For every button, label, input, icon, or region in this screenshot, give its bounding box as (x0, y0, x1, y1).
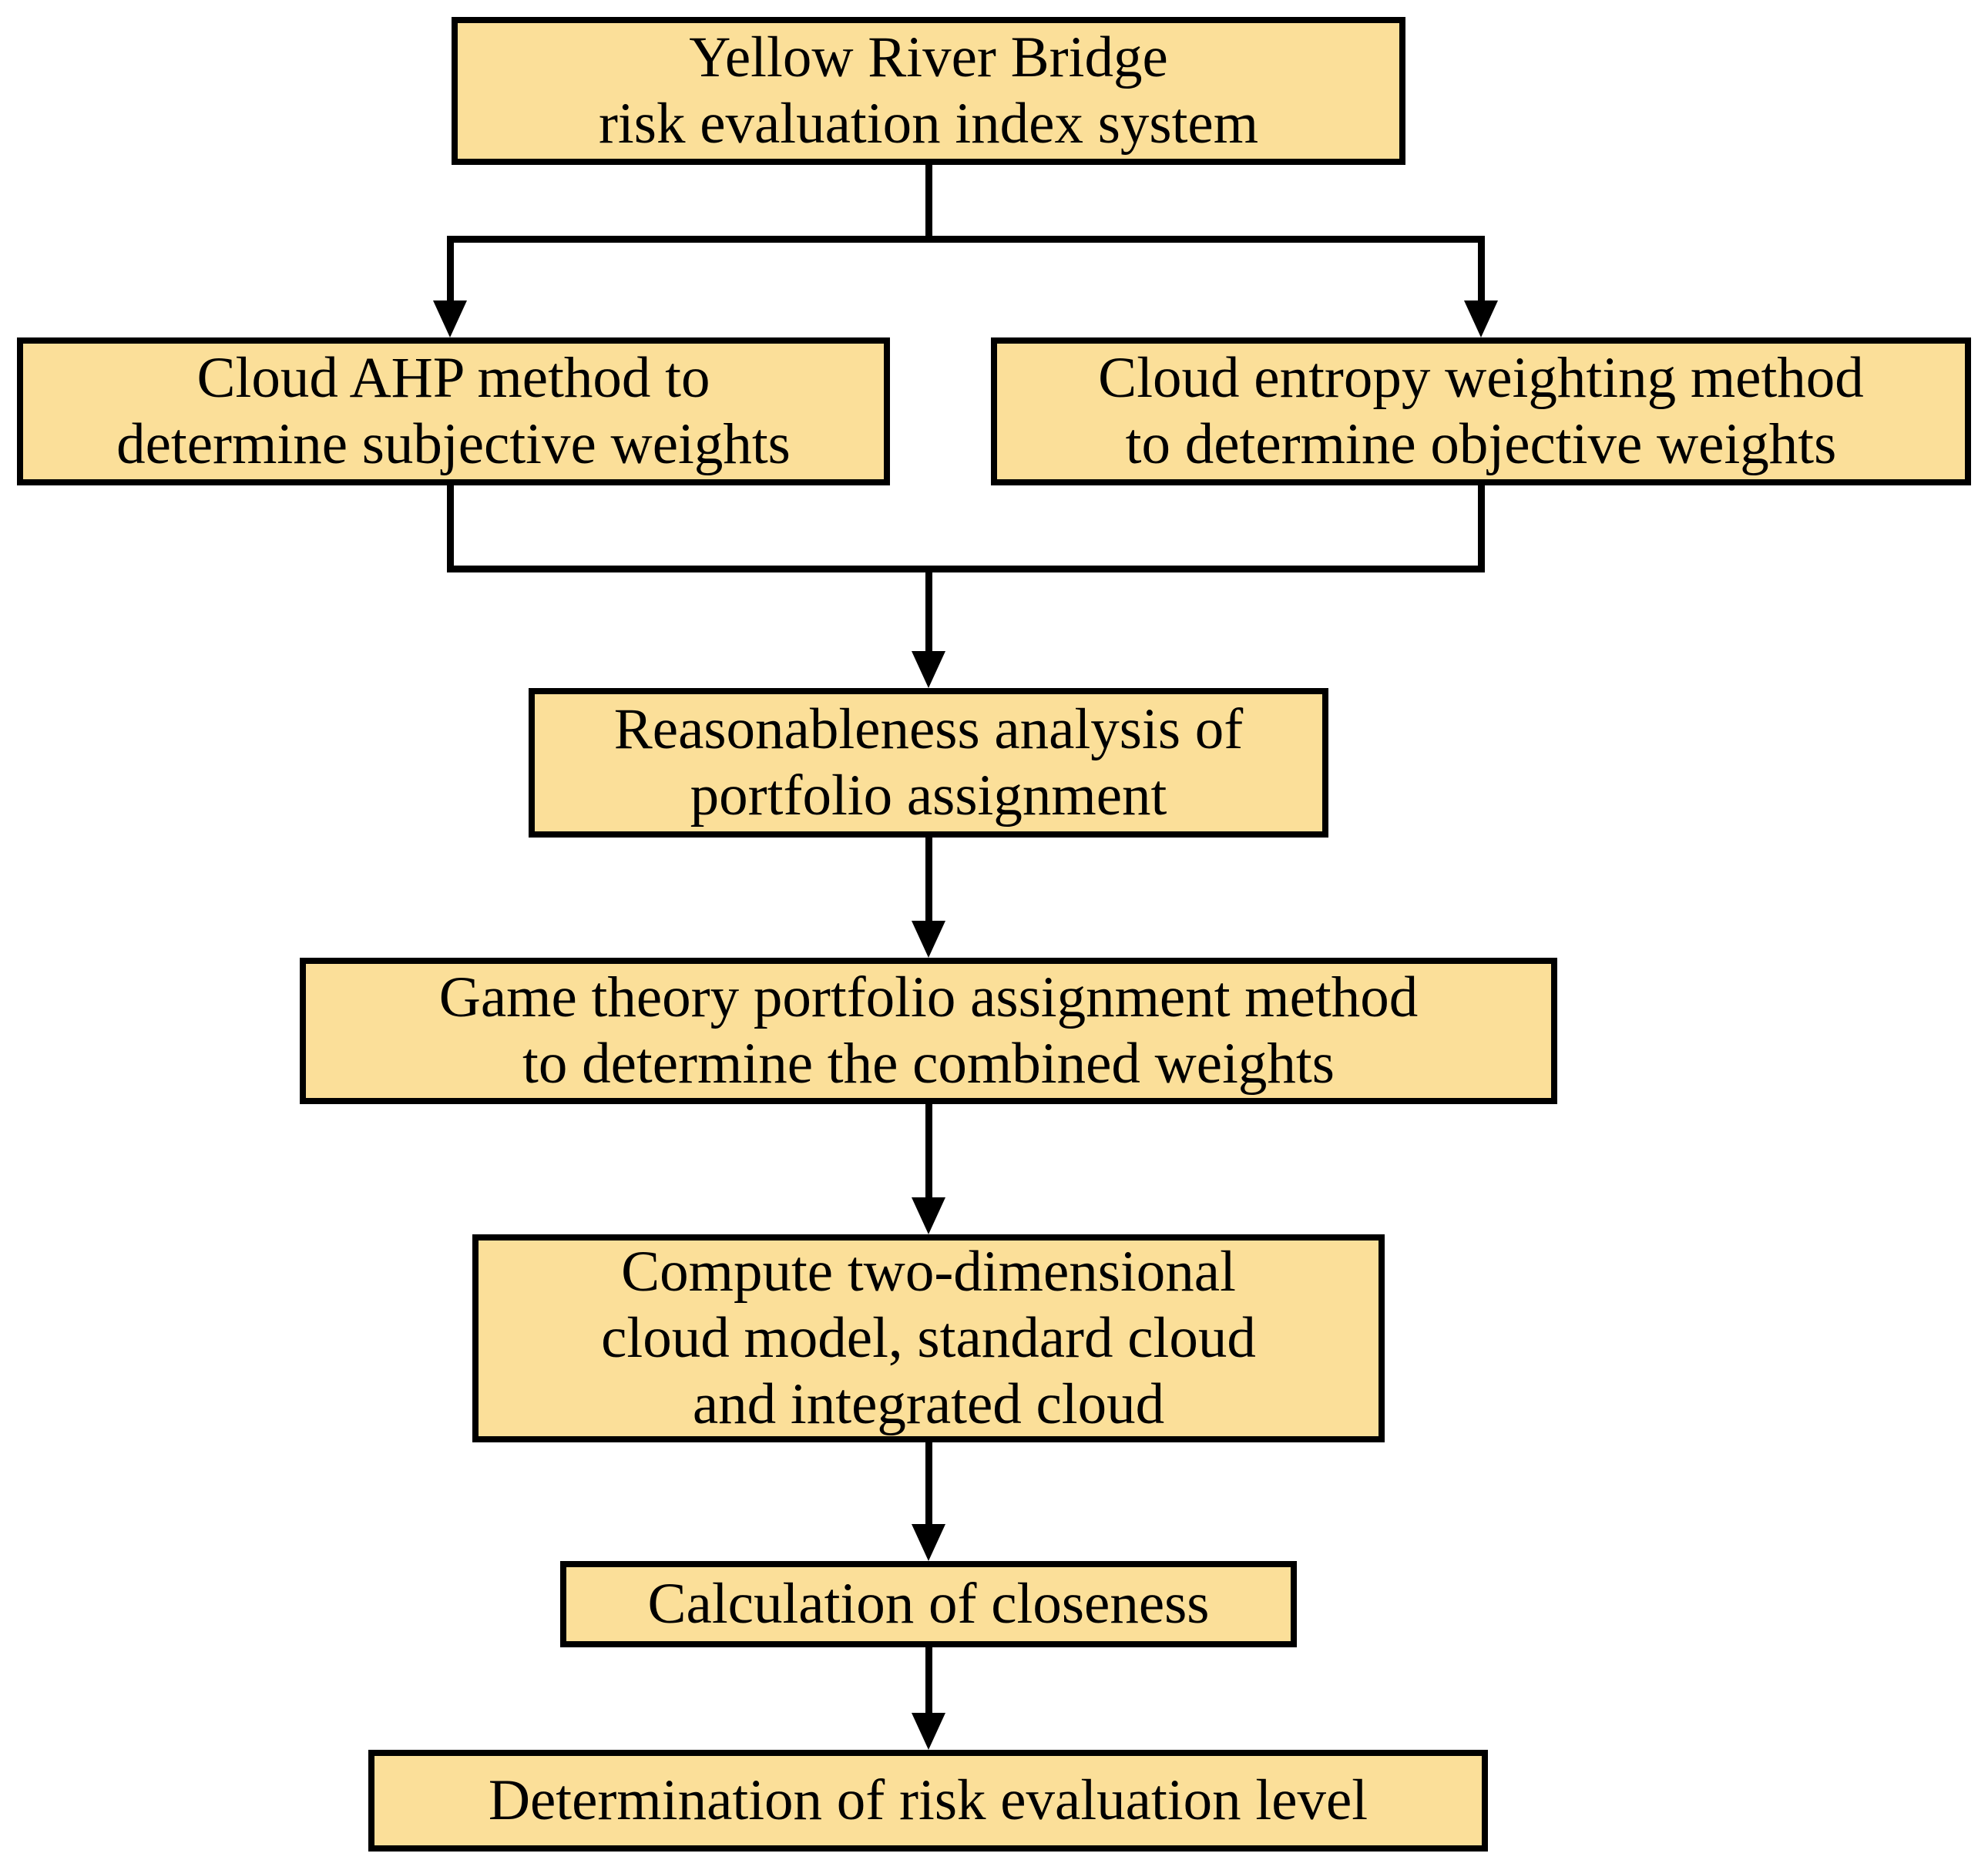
node-text: Determination of risk evaluation level (488, 1768, 1368, 1832)
arrowhead-to-risk-level (912, 1713, 945, 1750)
node-text: risk evaluation index system (598, 92, 1259, 156)
node-text: Reasonableness analysis of (613, 697, 1244, 761)
connector-merge-stem (925, 566, 932, 654)
node-game-theory: Game theory portfolio assignment method … (300, 958, 1557, 1104)
node-cloud-ahp: Cloud AHP method to determine subjective… (17, 337, 890, 485)
arrowhead-to-closeness (912, 1524, 945, 1561)
node-text: Yellow River Bridge (689, 25, 1168, 89)
connector-split-bar (447, 236, 1485, 243)
connector-right-merge-stem (1478, 484, 1485, 572)
connector-compute-closeness (925, 1442, 932, 1527)
node-risk-level: Determination of risk evaluation level (368, 1750, 1488, 1852)
arrowhead-to-game-theory (912, 921, 945, 958)
arrowhead-to-cloud-ahp (433, 300, 467, 337)
node-text: Cloud entropy weighting method (1098, 346, 1864, 410)
node-text: cloud model, standard cloud (601, 1306, 1256, 1370)
node-text: Game theory portfolio assignment method (438, 965, 1419, 1029)
node-text: determine subjective weights (116, 412, 791, 476)
arrowhead-to-reasonableness (912, 651, 945, 688)
node-text: to determine objective weights (1125, 412, 1837, 476)
node-text: to determine the combined weights (522, 1032, 1335, 1096)
connector-split-stem (925, 163, 932, 242)
connector-closeness-risk (925, 1647, 932, 1717)
node-text: and integrated cloud (692, 1372, 1165, 1436)
node-text: Calculation of closeness (647, 1572, 1210, 1636)
node-text: Compute two-dimensional (621, 1240, 1236, 1304)
arrowhead-to-cloud-entropy (1464, 300, 1498, 337)
connector-right-branch (1478, 236, 1485, 305)
connector-merge-bar (447, 566, 1485, 572)
connector-reasonableness-game (925, 838, 932, 924)
connector-left-merge-stem (447, 484, 454, 572)
connector-left-branch (447, 236, 454, 305)
node-closeness: Calculation of closeness (560, 1561, 1297, 1647)
arrowhead-to-compute-cloud (912, 1197, 945, 1234)
node-reasonableness: Reasonableness analysis of portfolio ass… (529, 688, 1328, 838)
node-text: portfolio assignment (690, 764, 1167, 828)
node-text: Cloud AHP method to (196, 346, 710, 410)
node-cloud-entropy: Cloud entropy weighting method to determ… (991, 337, 1971, 485)
connector-game-compute (925, 1104, 932, 1200)
node-index-system: Yellow River Bridge risk evaluation inde… (452, 17, 1405, 165)
node-compute-cloud: Compute two-dimensional cloud model, sta… (472, 1234, 1385, 1442)
